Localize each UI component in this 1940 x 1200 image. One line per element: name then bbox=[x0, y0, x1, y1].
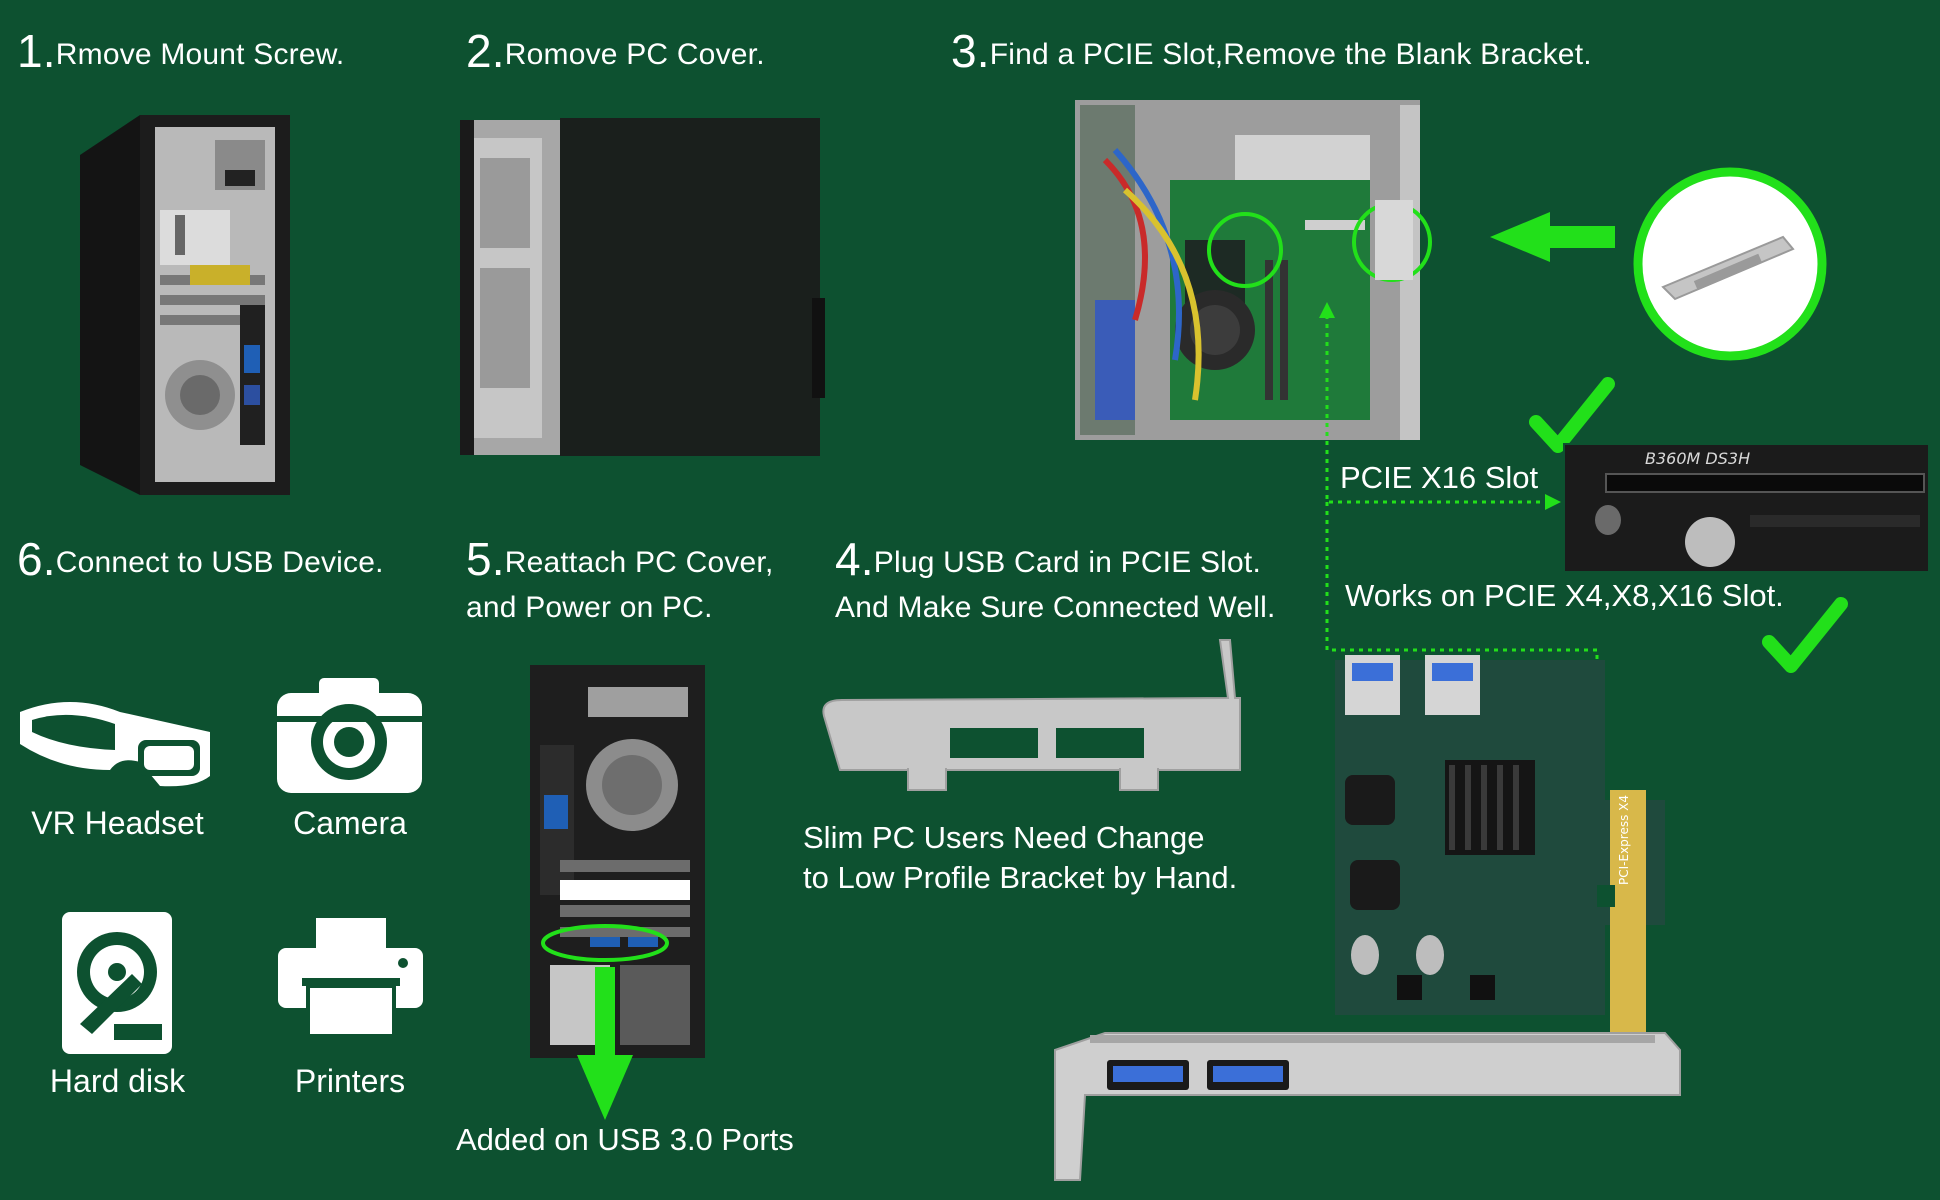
blank-bracket-image bbox=[1633, 167, 1827, 361]
step-5-title: 5.Reattach PC Cover, and Power on PC. bbox=[466, 533, 774, 624]
check-mark-icon bbox=[1529, 377, 1615, 453]
step-6-title: 6.Connect to USB Device. bbox=[17, 533, 384, 585]
open-pc-chassis-image bbox=[1075, 100, 1432, 440]
slim-pc-note-line-2: to Low Profile Bracket by Hand. bbox=[803, 860, 1238, 896]
slim-pc-note: Slim PC Users Need Change to Low Profile… bbox=[803, 818, 1237, 899]
card-marking-label: PCI-Express X4 bbox=[1617, 795, 1631, 885]
check-mark-icon bbox=[1762, 597, 1848, 673]
hard-disk-label: Hard disk bbox=[49, 1063, 186, 1099]
step-3-title: 3.Find a PCIE Slot,Remove the Blank Brac… bbox=[951, 25, 1592, 77]
works-on-label: Works on PCIE X4,X8,X16 Slot. bbox=[1345, 578, 1784, 613]
camera-icon bbox=[277, 678, 422, 793]
motherboard-model-label: B360M DS3H bbox=[1645, 449, 1751, 468]
left-arrow-icon bbox=[1490, 212, 1615, 262]
step-4-title: 4.Plug USB Card in PCIE Slot. And Make S… bbox=[835, 533, 1276, 624]
usb-port-highlight-arrow bbox=[541, 924, 669, 1120]
camera-label: Camera bbox=[293, 805, 407, 841]
added-usb-ports-label: Added on USB 3.0 Ports bbox=[456, 1122, 794, 1157]
motherboard-slot-image: B360M DS3H bbox=[1563, 443, 1930, 573]
hard-disk-icon bbox=[62, 912, 172, 1054]
pc-tower-with-usb-card-image bbox=[530, 665, 705, 1058]
printer-icon bbox=[278, 918, 423, 1038]
pcie-slot-label: PCIE X16 Slot bbox=[1340, 460, 1539, 495]
pc-tower-back-image bbox=[80, 115, 290, 495]
slim-pc-note-line-1: Slim PC Users Need Change bbox=[803, 820, 1205, 855]
pcie-usb-card-image: PCI-Express X4 bbox=[1054, 655, 1681, 1181]
pc-cover-image bbox=[460, 118, 825, 456]
vr-headset-label: VR Headset bbox=[31, 805, 204, 841]
low-profile-bracket-image bbox=[822, 639, 1241, 791]
vr-headset-icon bbox=[20, 702, 210, 787]
step-2-title: 2.Romove PC Cover. bbox=[466, 25, 765, 77]
step-1-title: 1.Rmove Mount Screw. bbox=[17, 25, 345, 77]
printers-label: Printers bbox=[294, 1063, 406, 1099]
